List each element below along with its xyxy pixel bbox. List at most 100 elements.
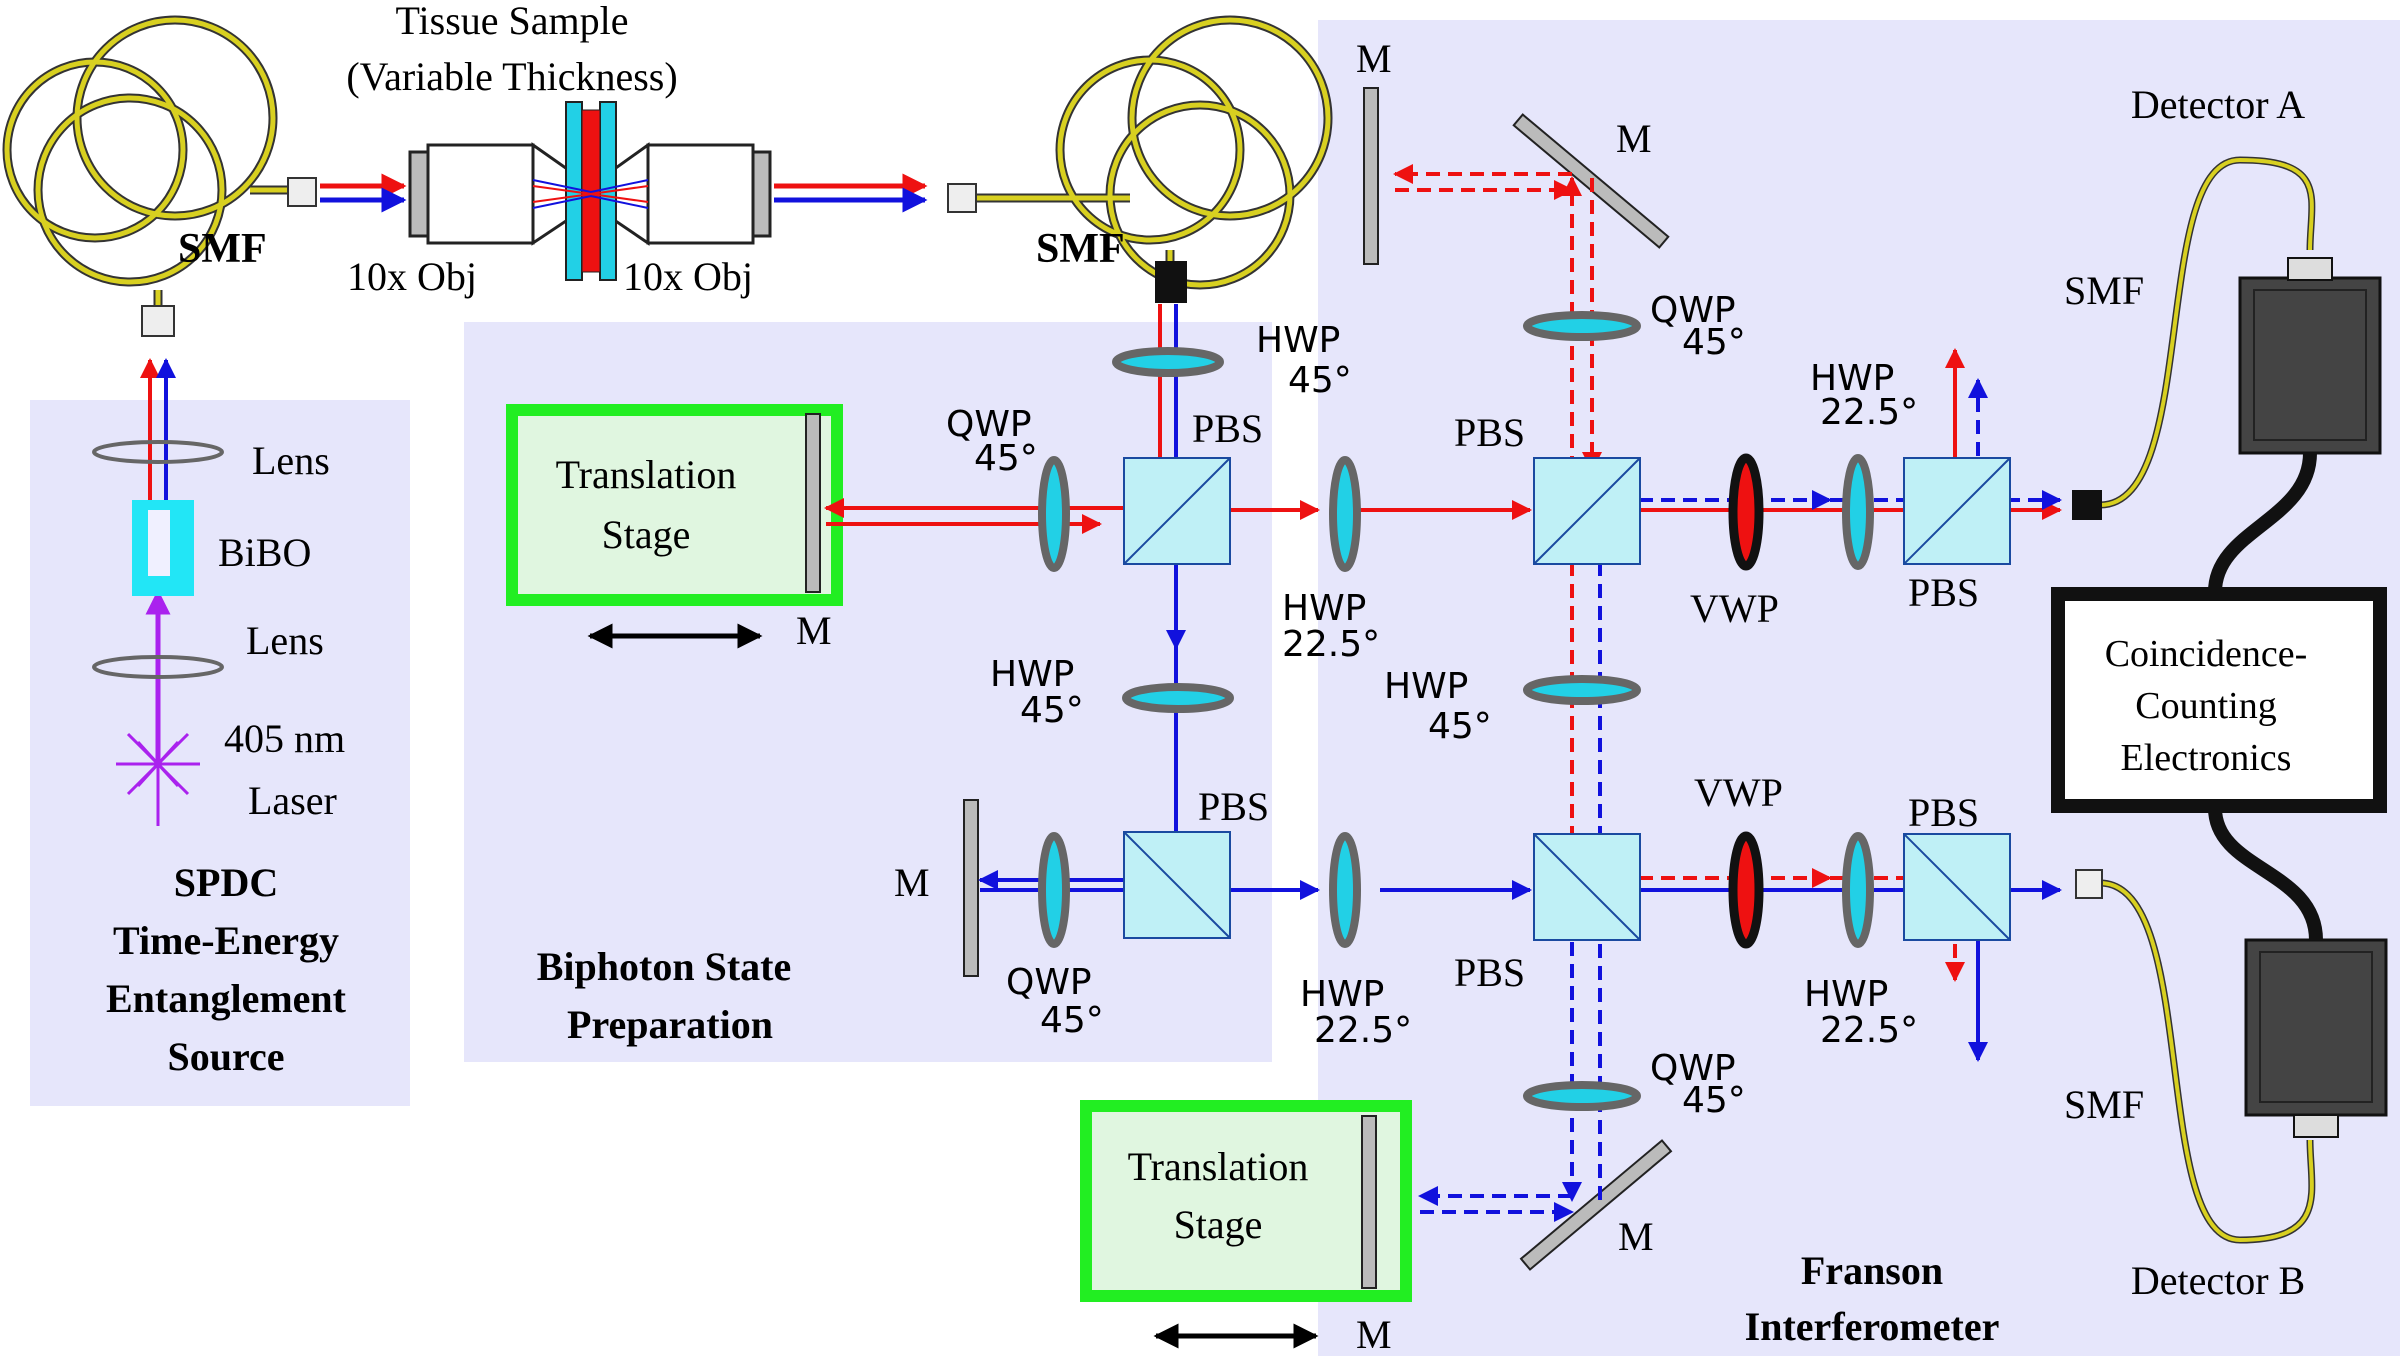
translation-stage-bottom xyxy=(1080,1100,1412,1302)
obj-label: 10x Obj xyxy=(347,254,477,299)
prep-title-line1: Biphoton State xyxy=(537,944,792,989)
detector-b xyxy=(2244,938,2388,1138)
lens xyxy=(92,655,224,679)
angle-label: 22.5° xyxy=(1282,624,1380,665)
fiber-connector xyxy=(287,177,317,207)
mirror-label: M xyxy=(894,860,930,905)
translation-stage-top xyxy=(506,404,843,606)
detector-b-label: Detector B xyxy=(2131,1258,2305,1303)
cable xyxy=(2208,807,2323,941)
fiber-connector xyxy=(2075,869,2103,899)
vwp-label: VWP xyxy=(1694,770,1783,815)
source-title-line2: Time-Energy xyxy=(113,918,339,963)
pbs-label: PBS xyxy=(1454,950,1525,995)
franson-title-line1: Franson xyxy=(1801,1248,1943,1293)
objective-left xyxy=(408,142,592,246)
mirror-label: M xyxy=(796,608,832,653)
hwp-plate xyxy=(1112,347,1224,377)
tissue-title: Tissue Sample xyxy=(395,0,628,43)
fiber-connector-black xyxy=(1155,261,1187,303)
lens-label: Lens xyxy=(246,618,324,663)
lens-label: Lens xyxy=(252,438,330,483)
fiber-connector-black xyxy=(2072,490,2102,520)
laser-source-icon xyxy=(116,722,200,826)
angle-label: 45° xyxy=(1288,360,1352,401)
tissue-subtitle: (Variable Thickness) xyxy=(346,54,677,99)
qwp-label: QWP xyxy=(946,404,1032,445)
vwp-plate xyxy=(1728,453,1764,571)
hwp-plate xyxy=(1329,456,1361,572)
hwp-label: HWP xyxy=(1804,974,1888,1015)
hwp-plate xyxy=(1523,675,1641,705)
cc-label-line2: Counting xyxy=(2135,685,2276,727)
pbs-label: PBS xyxy=(1192,406,1263,451)
qwp-plate xyxy=(1523,311,1641,341)
hwp-plate xyxy=(1329,832,1361,948)
translation-label: Translation xyxy=(1128,1144,1309,1189)
fiber-connector xyxy=(141,305,175,337)
mirror-label: M xyxy=(1356,36,1392,81)
bibo-label: BiBO xyxy=(218,530,311,575)
fiber-connector xyxy=(947,183,977,213)
lens xyxy=(92,440,224,464)
smf-label: SMF xyxy=(1036,226,1125,272)
hwp-label: HWP xyxy=(1384,666,1468,707)
pbs-label: PBS xyxy=(1454,410,1525,455)
laser-nm-label: 405 nm xyxy=(224,716,345,761)
mirror-label: M xyxy=(1618,1214,1654,1259)
hwp-plate xyxy=(1842,454,1874,570)
detector-a xyxy=(2238,257,2382,455)
angle-label: 45° xyxy=(1682,1080,1746,1121)
qwp-label: QWP xyxy=(1650,1048,1736,1089)
pbs-cube xyxy=(1123,457,1231,565)
angle-label: 45° xyxy=(1428,706,1492,747)
qwp-plate xyxy=(1038,832,1070,948)
cc-label-line3: Electronics xyxy=(2121,737,2292,779)
hwp-plate xyxy=(1122,683,1234,713)
source-title-line3: Entanglement xyxy=(106,976,347,1021)
mirror xyxy=(805,413,821,593)
pbs-label: PBS xyxy=(1908,790,1979,835)
angle-label: 22.5° xyxy=(1314,1010,1412,1051)
coincidence-counter xyxy=(2051,587,2387,813)
mirror xyxy=(1363,87,1379,265)
source-title-line1: SPDC xyxy=(174,860,278,905)
cable xyxy=(2208,452,2317,593)
angle-label: 45° xyxy=(974,438,1038,479)
qwp-plate xyxy=(1038,456,1070,572)
detector-a-label: Detector A xyxy=(2131,82,2305,127)
hwp-plate xyxy=(1842,832,1874,948)
hwp-label: HWP xyxy=(1810,358,1894,399)
pbs-label: PBS xyxy=(1908,570,1979,615)
pbs-cube xyxy=(1533,833,1641,941)
laser-label: Laser xyxy=(248,778,337,823)
angle-label: 45° xyxy=(1682,322,1746,363)
translation-label: Translation xyxy=(556,452,737,497)
source-title-line4: Source xyxy=(167,1034,284,1079)
angle-label: 45° xyxy=(1020,690,1084,731)
objective-right xyxy=(590,142,772,246)
pbs-label: PBS xyxy=(1198,784,1269,829)
franson-title-line2: Interferometer xyxy=(1745,1304,2000,1349)
angle-label: 45° xyxy=(1040,1000,1104,1041)
mirror-label: M xyxy=(1356,1312,1392,1356)
mirror xyxy=(1361,1115,1377,1289)
prep-title-line2: Preparation xyxy=(567,1002,773,1047)
smf-label: SMF xyxy=(2064,1082,2144,1127)
mirror xyxy=(963,799,979,977)
mirror-label: M xyxy=(1616,116,1652,161)
hwp-label: HWP xyxy=(1256,320,1340,361)
pbs-cube xyxy=(1123,831,1231,939)
hwp-label: HWP xyxy=(1300,974,1384,1015)
mirror-diagonal xyxy=(1519,1139,1673,1271)
cc-label-line1: Coincidence- xyxy=(2105,633,2308,675)
hwp-label: HWP xyxy=(1282,588,1366,629)
angle-label: 22.5° xyxy=(1820,1010,1918,1051)
angle-label: 22.5° xyxy=(1820,392,1918,433)
qwp-label: QWP xyxy=(1650,290,1736,331)
pbs-cube xyxy=(1533,457,1641,565)
smf-label: SMF xyxy=(2064,268,2144,313)
stage-label: Stage xyxy=(602,512,691,557)
obj-label: 10x Obj xyxy=(623,254,753,299)
